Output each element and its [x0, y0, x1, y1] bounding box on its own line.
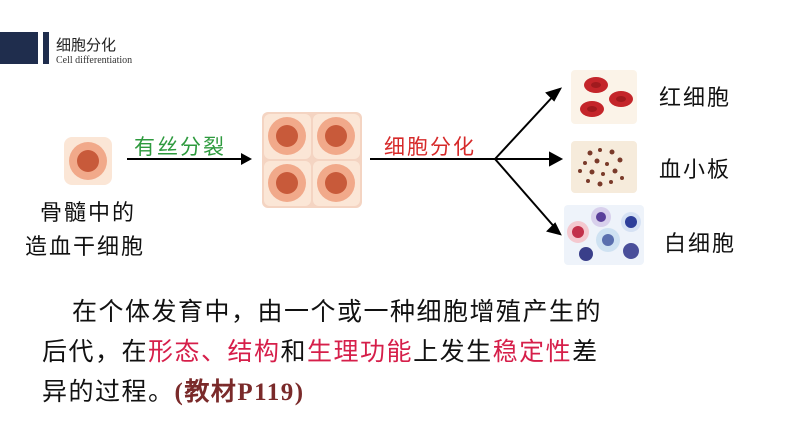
- platelets-image: [571, 141, 637, 193]
- paragraph-text: 异的过程。: [42, 377, 175, 406]
- stem-cell-image: [64, 137, 112, 185]
- paragraph-text: 在个体发育中，由一个或一种细胞增殖产生的: [72, 297, 603, 326]
- paragraph-text: 后代，在: [42, 337, 149, 366]
- paragraph-line-2: 后代，在形态、结构和生理功能上发生稳定性差: [42, 332, 774, 372]
- page-subtitle: Cell differentiation: [56, 55, 133, 66]
- paragraph-line-1: 在个体发育中，由一个或一种细胞增殖产生的: [42, 292, 774, 332]
- red-blood-cells-image: [571, 70, 637, 124]
- white-blood-cells-image: [564, 205, 644, 265]
- branch-arrows: [494, 87, 564, 236]
- paragraph-text: 上发生: [413, 337, 493, 366]
- mitosis-arrow: [127, 153, 252, 165]
- dividing-cells-image: [262, 112, 362, 208]
- textbook-reference: (教材P119): [174, 379, 305, 406]
- output-white-blood-cell: 白细胞: [664, 232, 737, 257]
- paragraph-line-3: 异的过程。(教材P119): [42, 372, 774, 413]
- header-bar-accent: [43, 32, 49, 64]
- definition-paragraph: 在个体发育中，由一个或一种细胞增殖产生的 后代，在形态、结构和生理功能上发生稳定…: [42, 292, 774, 413]
- source-label-line1: 骨髓中的: [40, 201, 137, 226]
- differentiation-label: 细胞分化: [384, 135, 476, 159]
- paragraph-text: 和: [280, 337, 308, 366]
- highlight-text: 形态、结构: [148, 337, 281, 366]
- page-title: 细胞分化: [56, 36, 117, 54]
- highlight-text: 稳定性: [492, 337, 573, 366]
- differentiation-diagram: [64, 70, 644, 265]
- mitosis-label: 有丝分裂: [134, 135, 226, 159]
- source-label-line2: 造血干细胞: [25, 235, 146, 260]
- paragraph-text: 差: [572, 337, 599, 366]
- output-platelet: 血小板: [659, 158, 732, 183]
- highlight-text: 生理功能: [307, 337, 414, 366]
- header-bar: [0, 32, 38, 64]
- output-red-blood-cell: 红细胞: [659, 86, 732, 111]
